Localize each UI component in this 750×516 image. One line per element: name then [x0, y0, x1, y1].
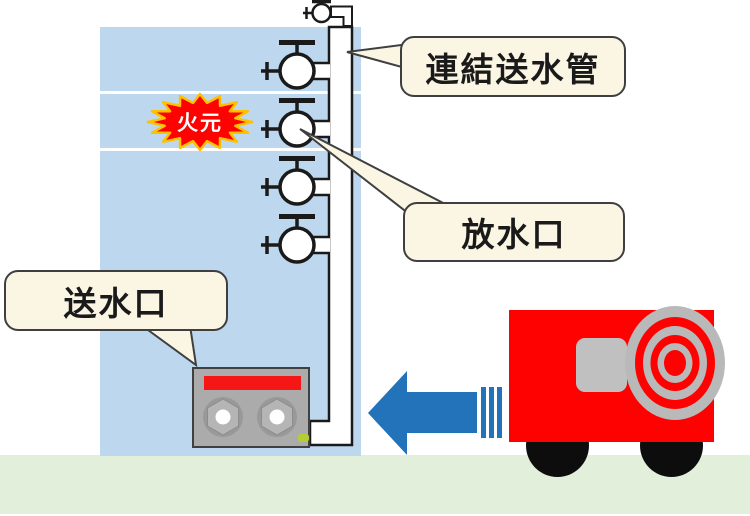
fire-engine — [455, 300, 750, 485]
ground — [0, 455, 750, 514]
roof-elbow-pipe — [330, 5, 353, 27]
floor-divider — [100, 91, 361, 94]
callout-discharge-outlet: 放水口 — [403, 202, 625, 262]
hose-coupling-icon — [203, 397, 243, 437]
discharge-outlet-label: 放水口 — [461, 216, 567, 253]
standpipe-label: 連結送水管 — [425, 50, 601, 88]
hose-coupling-icon — [257, 397, 297, 437]
inlet-couplings — [203, 397, 297, 437]
inlet-red-bar — [204, 376, 301, 390]
hose-reel-icon — [625, 306, 725, 420]
feed-inlet-label: 送水口 — [63, 284, 169, 322]
truck-window — [576, 338, 627, 392]
indicator-chip — [298, 434, 309, 442]
feed-inlet-box — [192, 367, 310, 448]
floor-divider — [100, 148, 361, 151]
callout-standpipe: 連結送水管 — [400, 36, 626, 97]
callout-feed-inlet: 送水口 — [4, 270, 228, 331]
roof-valve-icon — [303, 0, 332, 24]
